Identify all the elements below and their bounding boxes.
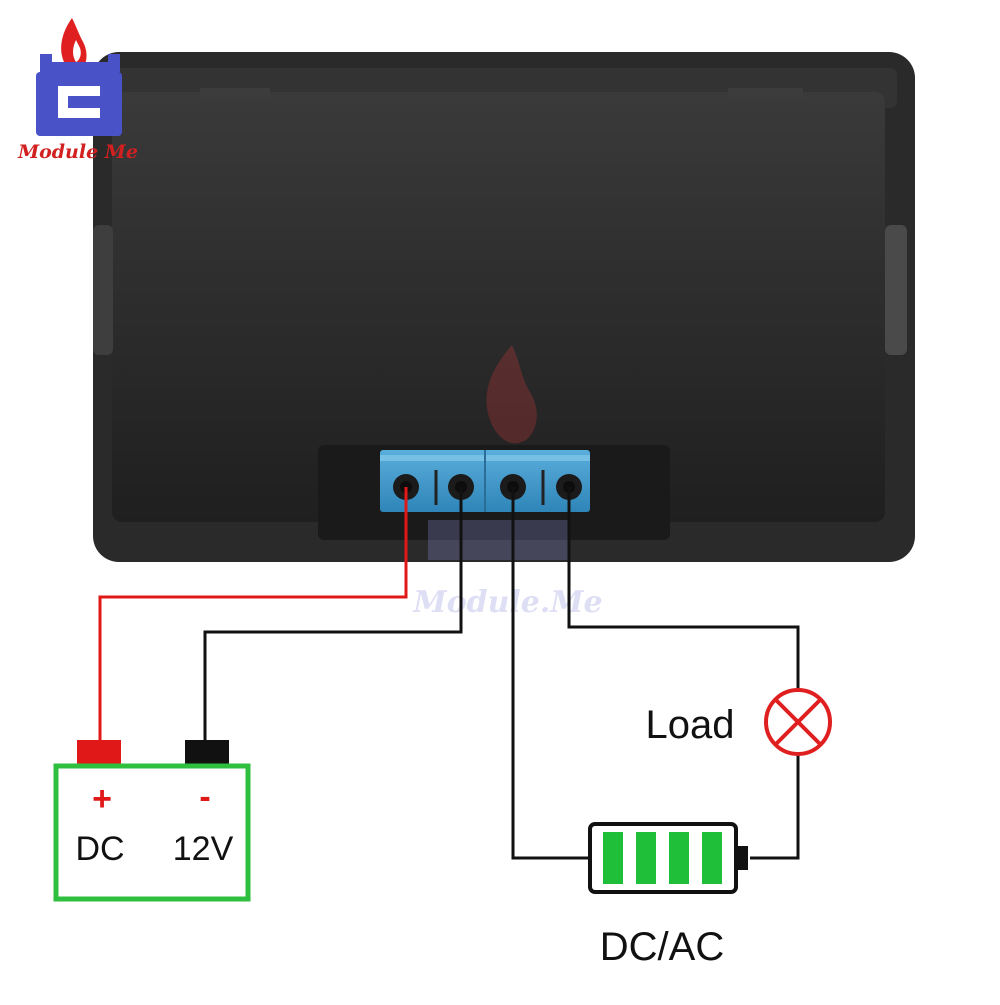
logo-text: Module Me (17, 141, 138, 163)
watermark: Module.Me (412, 345, 603, 620)
minus-sign: - (199, 778, 210, 816)
plus-sign: + (92, 780, 112, 818)
negative-terminal (185, 740, 229, 766)
wire-positive (98, 487, 408, 740)
voltage-label: 12V (173, 830, 234, 868)
load: Load (646, 688, 832, 756)
positive-terminal (77, 740, 121, 766)
terminal-block (380, 450, 590, 512)
wire-source-feed (511, 487, 590, 860)
lamp-cross-icon (764, 688, 832, 756)
wires (98, 487, 800, 860)
dc-label: DC (75, 830, 124, 868)
battery-icon (588, 822, 748, 894)
wire-negative (203, 487, 463, 740)
supply-box (53, 763, 251, 902)
wire-load-feed (567, 487, 800, 690)
source-label: DC/AC (600, 925, 724, 969)
side-clip-left (93, 225, 113, 355)
wire-load-return (750, 755, 800, 860)
dc-power-supply: + - DC 12V (53, 740, 251, 902)
brand-logo: Module Me (17, 18, 138, 163)
dc-ac-source: DC/AC (588, 822, 748, 969)
load-label: Load (646, 703, 735, 747)
side-clip-right (885, 225, 907, 355)
flame-castle-logo-icon (36, 18, 122, 136)
watermark-text: Module.Me (412, 585, 602, 620)
